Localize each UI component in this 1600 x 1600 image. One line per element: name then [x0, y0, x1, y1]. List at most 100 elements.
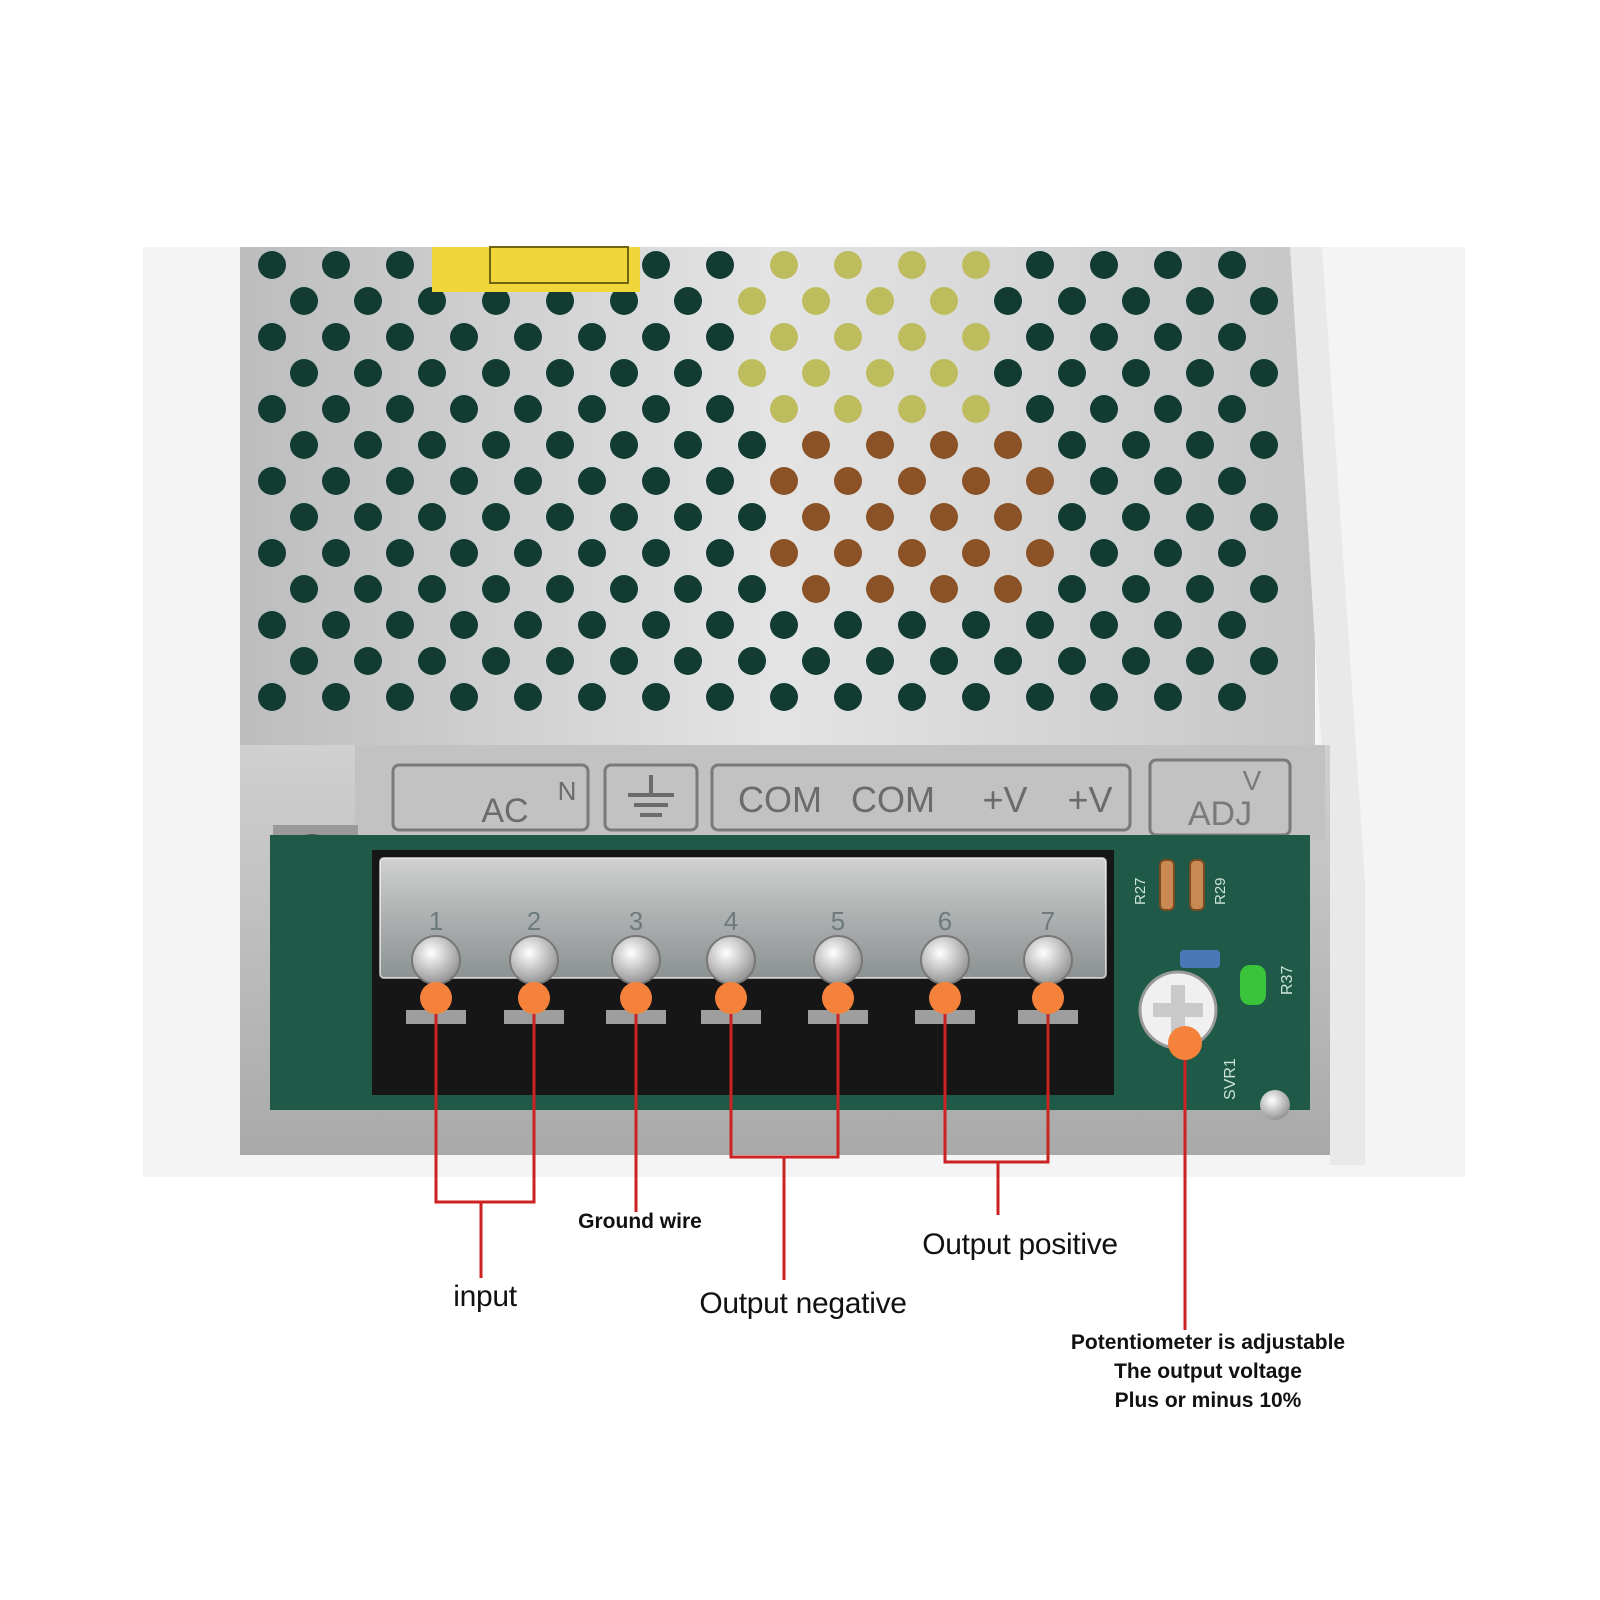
vent-hole — [834, 467, 862, 495]
callout-label-output-negative: Output negative — [699, 1287, 907, 1320]
vent-hole — [994, 503, 1022, 531]
vent-hole — [994, 647, 1022, 675]
terminal-screw-6 — [920, 935, 970, 985]
vent-hole — [1058, 431, 1086, 459]
warning-sticker — [432, 247, 640, 292]
vent-hole — [418, 287, 446, 315]
callout-label-ground-wire: Ground wire — [578, 1210, 702, 1233]
vent-hole — [546, 359, 574, 387]
vent-hole — [610, 503, 638, 531]
ground-symbol-icon — [628, 775, 674, 817]
label-n: N — [558, 776, 577, 806]
vent-hole — [962, 683, 990, 711]
terminal-number-6: 6 — [938, 906, 952, 936]
vent-hole — [322, 611, 350, 639]
vent-hole — [674, 647, 702, 675]
vent-hole — [322, 323, 350, 351]
vent-hole — [322, 683, 350, 711]
vent-hole — [706, 611, 734, 639]
vent-hole — [1122, 503, 1150, 531]
vent-hole — [482, 575, 510, 603]
vent-hole — [1218, 251, 1246, 279]
vent-hole — [706, 683, 734, 711]
callout-dot-terminal-2 — [518, 982, 550, 1014]
vent-hole — [962, 611, 990, 639]
vent-hole — [450, 467, 478, 495]
vent-hole — [1154, 611, 1182, 639]
vent-hole — [290, 287, 318, 315]
led-indicator — [1240, 965, 1266, 1005]
vent-hole — [898, 539, 926, 567]
callout-dot-terminal-5 — [822, 982, 854, 1014]
pcb-label-r29: R29 — [1212, 877, 1229, 905]
vent-hole — [770, 683, 798, 711]
vent-hole — [962, 467, 990, 495]
vent-hole — [258, 611, 286, 639]
vent-hole — [930, 647, 958, 675]
vent-hole — [514, 323, 542, 351]
vent-hole — [1058, 359, 1086, 387]
terminal-screw-2 — [509, 935, 559, 985]
vent-hole — [1122, 359, 1150, 387]
vent-hole — [1250, 647, 1278, 675]
vent-hole — [802, 503, 830, 531]
vent-hole — [1218, 395, 1246, 423]
vent-hole — [258, 683, 286, 711]
vent-hole — [1250, 287, 1278, 315]
label-adj-top: V — [1243, 765, 1262, 796]
vent-hole — [994, 575, 1022, 603]
chassis-top — [240, 246, 1315, 745]
vent-hole — [258, 323, 286, 351]
vent-hole — [834, 611, 862, 639]
vent-hole — [1218, 539, 1246, 567]
vent-hole — [802, 287, 830, 315]
vent-hole — [450, 539, 478, 567]
terminal-number-5: 5 — [831, 906, 845, 936]
vent-hole — [1090, 539, 1118, 567]
vent-hole — [1090, 467, 1118, 495]
vent-hole — [578, 323, 606, 351]
vent-hole — [1154, 683, 1182, 711]
vent-hole — [578, 539, 606, 567]
vent-hole — [706, 323, 734, 351]
vent-hole — [1122, 431, 1150, 459]
vent-hole — [386, 467, 414, 495]
vent-hole — [898, 683, 926, 711]
vent-hole — [1090, 683, 1118, 711]
vent-hole — [674, 359, 702, 387]
vent-hole — [1090, 611, 1118, 639]
vent-hole — [866, 359, 894, 387]
chassis-side — [1290, 247, 1365, 1165]
vent-hole — [962, 251, 990, 279]
vent-hole — [578, 467, 606, 495]
vent-hole — [962, 323, 990, 351]
callout-dot-terminal-4 — [715, 982, 747, 1014]
terminal-screw-4 — [706, 935, 756, 985]
pcb-label-r27: R27 — [1132, 877, 1149, 905]
vent-hole — [898, 611, 926, 639]
vent-hole — [898, 395, 926, 423]
vent-hole — [354, 359, 382, 387]
vent-hole — [546, 503, 574, 531]
vent-hole — [514, 467, 542, 495]
vent-hole — [1058, 287, 1086, 315]
vent-hole — [866, 431, 894, 459]
vent-hole — [1218, 611, 1246, 639]
vent-hole — [482, 359, 510, 387]
terminal-number-2: 2 — [527, 906, 541, 936]
vent-hole — [1026, 539, 1054, 567]
vent-hole — [674, 575, 702, 603]
vent-hole — [258, 395, 286, 423]
terminal-number-7: 7 — [1041, 906, 1055, 936]
vent-hole — [1218, 323, 1246, 351]
vent-hole — [1154, 467, 1182, 495]
vent-hole — [834, 683, 862, 711]
vent-hole — [258, 467, 286, 495]
callout-dot-terminal-3 — [620, 982, 652, 1014]
vent-hole — [290, 503, 318, 531]
vent-hole — [898, 323, 926, 351]
vent-hole — [738, 503, 766, 531]
vent-hole — [354, 287, 382, 315]
vent-hole — [738, 431, 766, 459]
